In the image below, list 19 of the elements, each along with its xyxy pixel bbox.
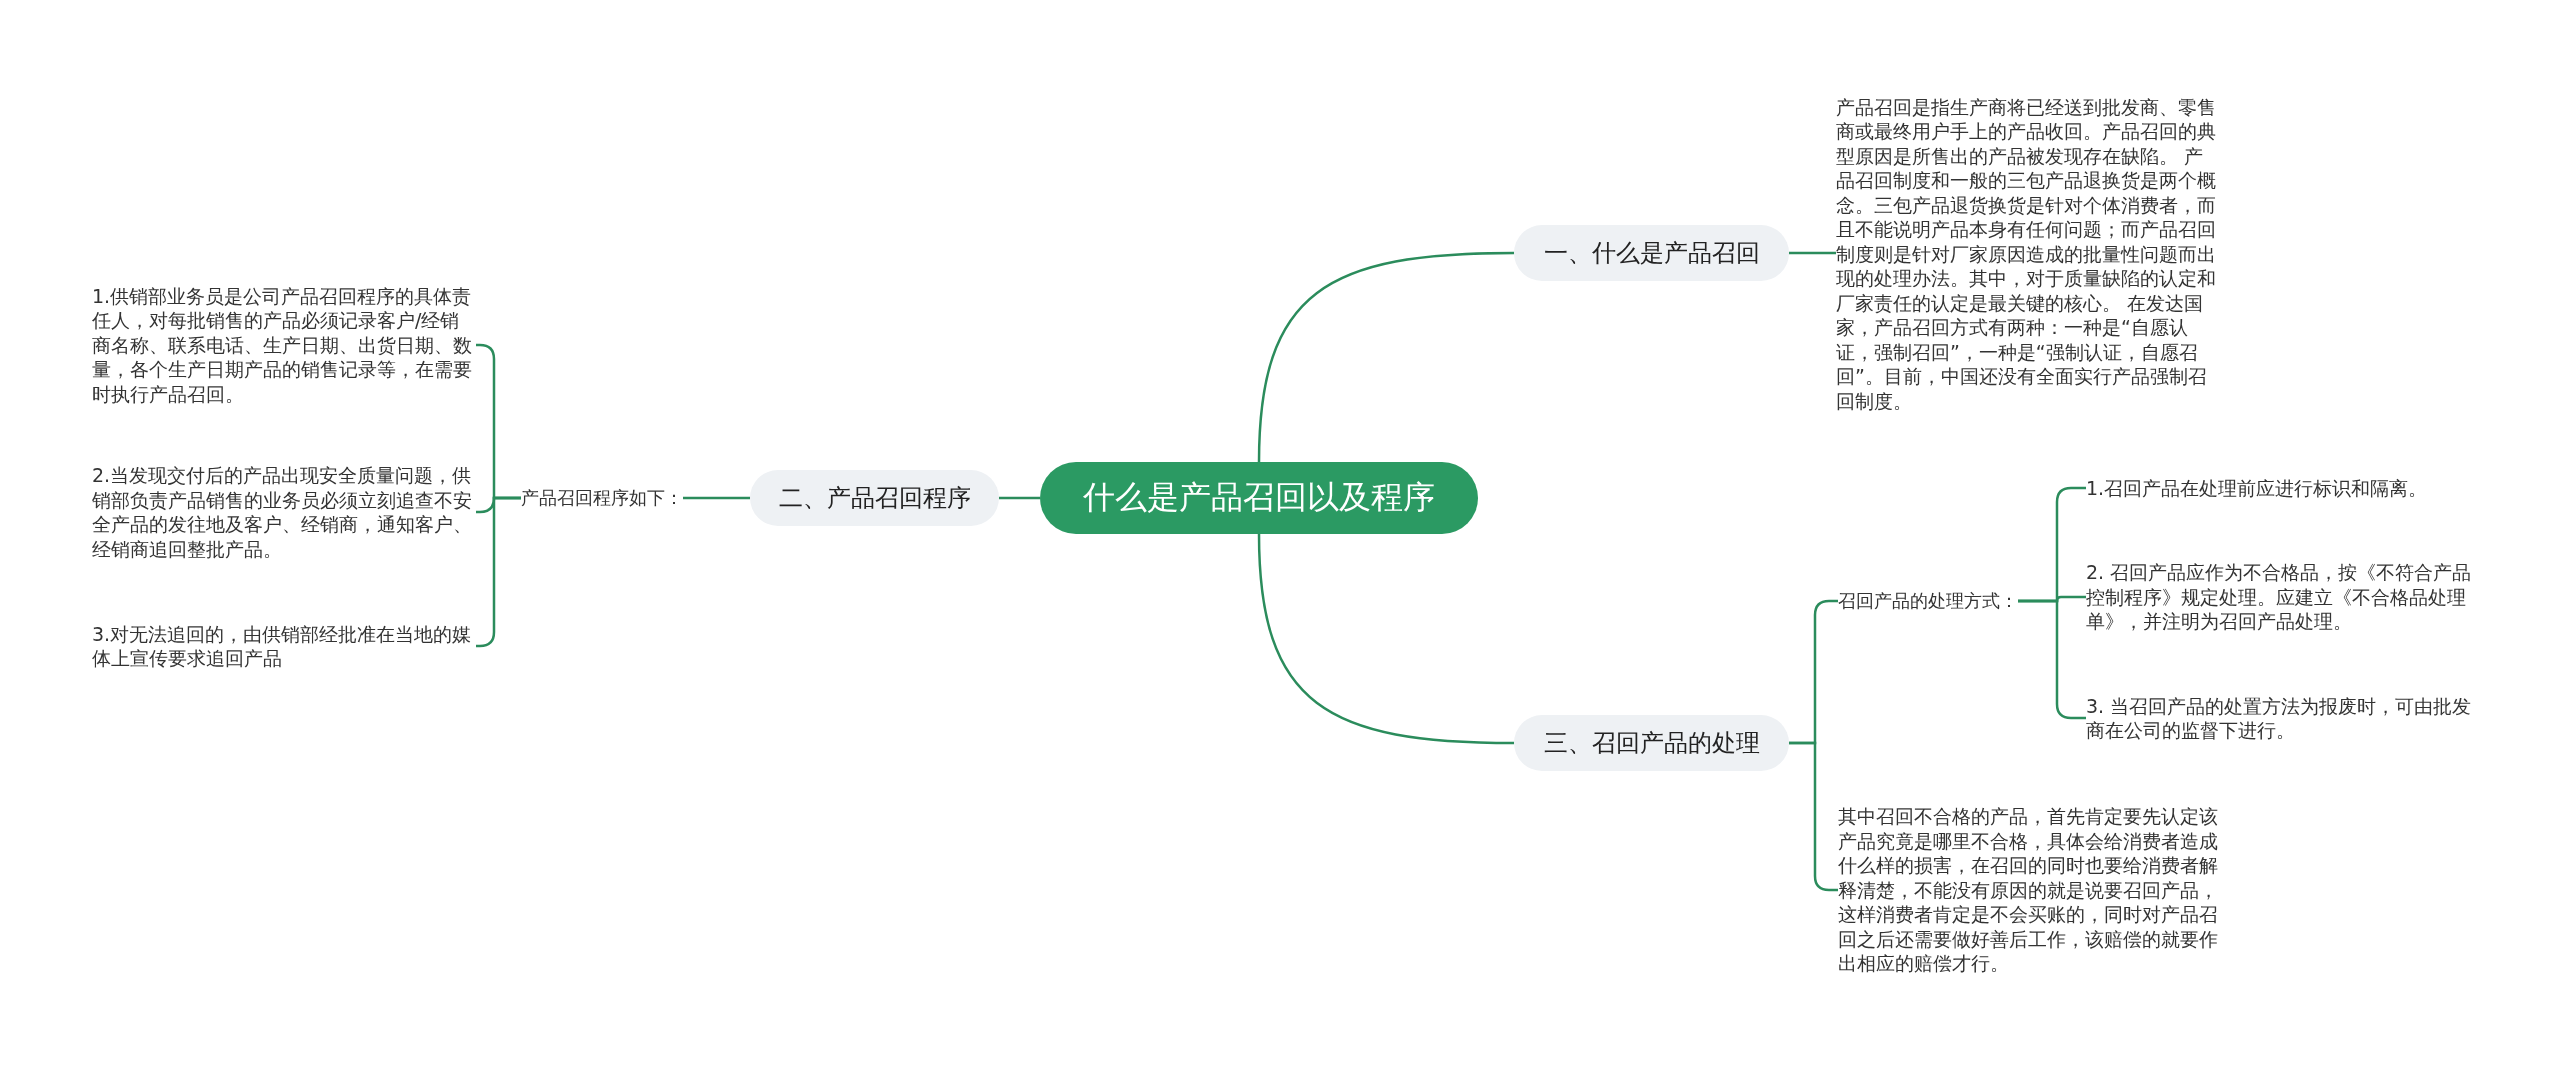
branch-topic: 一、什么是产品召回 xyxy=(1514,225,1789,281)
note-text: 2.当发现交付后的产品出现安全质量问题，供销部负责产品销售的业务员必须立刻追查不安全产品的发往地及客户、经销商，通知客户、经销商追回整批产品。 xyxy=(92,463,476,561)
subtopic-text: 召回产品的处理方式： xyxy=(1838,589,2018,613)
note-text: 3.对无法追回的，由供销部经批准在当地的媒体上宣传要求追回产品 xyxy=(92,621,476,671)
connector-line xyxy=(999,496,1040,500)
note-text: 其中召回不合格的产品，首先肯定要先认定该产品究竟是哪里不合格，具体会给消费者造成什么样的损害，在召回的同时也要给消费者解释清楚，不能没有原因的就是说要召回产品，这样消费者肯定是不会买账的，同时对产品召回之后还需要做好善后工作，该赔偿的就要作出相应的赔偿才行。 xyxy=(1838,804,2224,976)
branch-topic: 三、召回产品的处理 xyxy=(1514,715,1789,771)
connector-line xyxy=(1257,533,1515,745)
note-text: 3. 当召回产品的处置方法为报废时，可由批发商在公司的监督下进行。 xyxy=(2086,693,2472,743)
branch-topic: 二、产品召回程序 xyxy=(750,470,999,526)
connector-line xyxy=(683,496,750,500)
connector-line xyxy=(1789,251,1836,255)
subtopic-text: 产品召回程序如下： xyxy=(521,486,683,510)
note-text: 产品召回是指生产商将已经送到批发商、零售商或最终用户手上的产品收回。产品召回的典型原因是所售出的产品被发现存在缺陷。 产品召回制度和一般的三包产品退换货是两个概念。三包产品退货换货是针对个体消费者，而且不能说明产品本身有任何问题；而产品召回制度则是针对厂家原因造成的批量性问题而出现的处理办法。其中，对于质量缺陷的认定和厂家责任的认定是最关键的核心。 在发达国家，产品召回方式有两种：一种是“自愿认证，强制召回”，一种是“强制认证，自愿召回”。目前，中国还没有全面实行产品强制召回制度。 xyxy=(1836,94,2222,413)
connector-line xyxy=(1257,251,1515,463)
note-text: 1.召回产品在处理前应进行标识和隔离。 xyxy=(2086,475,2472,500)
note-text: 1.供销部业务员是公司产品召回程序的具体责任人，对每批销售的产品必须记录客户/经销商名称、联系电话、生产日期、出货日期、数量，各个生产日期产品的销售记录等，在需要时执行产品召回。 xyxy=(92,283,476,406)
note-text: 2. 召回产品应作为不合格品，按《不符合产品控制程序》规定处理。应建立《不合格品处理单》，并注明为召回产品处理。 xyxy=(2086,560,2472,634)
central-topic: 什么是产品召回以及程序 xyxy=(1040,462,1478,534)
